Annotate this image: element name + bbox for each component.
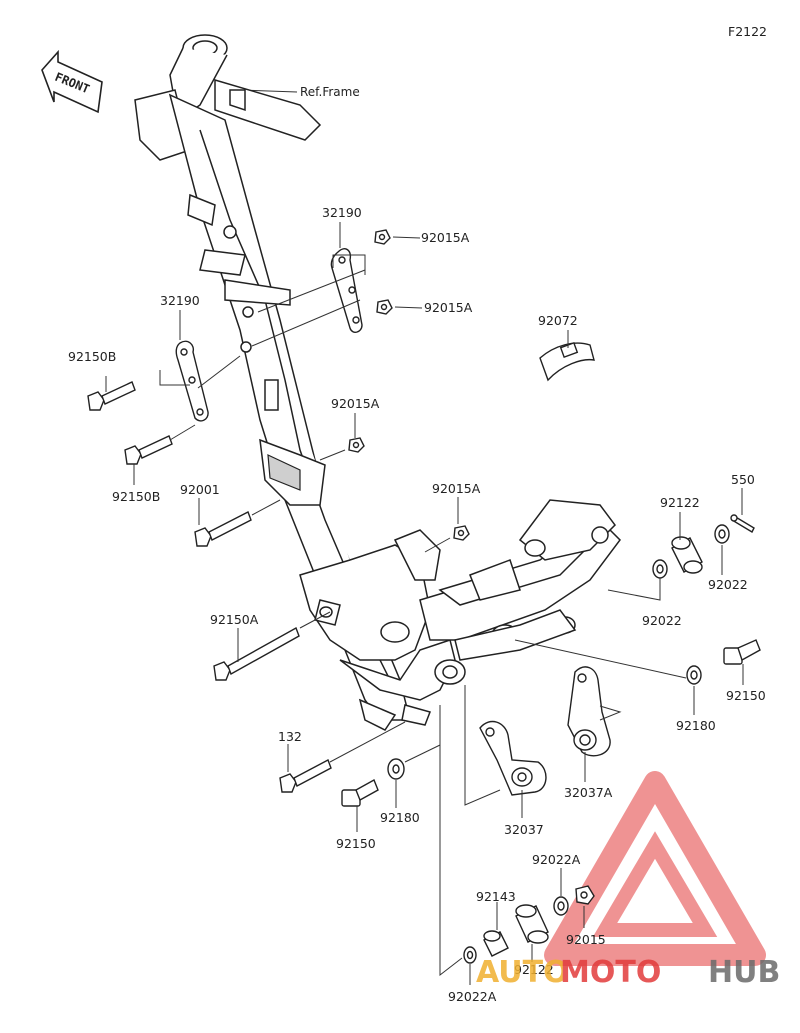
label-92022a-bottom: 92022A: [448, 989, 497, 1004]
bolt-92001: [194, 511, 252, 547]
washer-92180-right: [686, 665, 702, 685]
nut-92015a-2: [376, 299, 393, 315]
leader-lines: [105, 222, 744, 985]
label-92150-right: 92150: [726, 688, 766, 703]
washer-92180-left: [387, 758, 405, 780]
label-92072: 92072: [538, 313, 578, 328]
label-92015a-4: 92015A: [432, 481, 481, 496]
nut-92015a-3: [348, 437, 365, 453]
bolt-92150b-1: [87, 381, 136, 411]
label-92022a-top: 92022A: [532, 852, 581, 867]
ref-frame-label: Ref.Frame: [300, 85, 360, 99]
bolt-132: [279, 759, 332, 793]
mount-plate-32037: [479, 720, 547, 796]
nut-92015a-1: [374, 229, 391, 245]
collar-92122-bottom: [515, 904, 549, 944]
bracket-32190-left: [175, 340, 209, 422]
watermark-text: AUTO MOTO HUB: [476, 955, 780, 990]
label-92015a-1: 92015A: [421, 230, 470, 245]
watermark-auto: AUTO: [476, 955, 569, 990]
washer-92022-right: [714, 524, 730, 544]
label-92022-right: 92022: [708, 577, 748, 592]
label-32037: 32037: [504, 822, 544, 837]
mount-plate-32037a: [567, 666, 611, 757]
label-92015a-3: 92015A: [331, 396, 380, 411]
bolt-92150-left: [341, 779, 379, 807]
bolt-92150b-2: [124, 435, 173, 465]
label-32037a: 32037A: [564, 785, 613, 800]
label-92122-bottom: 92122: [514, 962, 554, 977]
label-92015a-2: 92015A: [424, 300, 473, 315]
label-92150b-1: 92150B: [68, 349, 116, 364]
front-arrow-icon: FRONT: [41, 49, 103, 114]
washer-92022-mid: [652, 559, 668, 579]
watermark-logo: [544, 771, 766, 966]
sleeve-92143: [483, 930, 509, 957]
diagram-code: F2122: [728, 24, 767, 39]
watermark-hub: HUB: [708, 955, 780, 990]
label-92150b-2: 92150B: [112, 489, 160, 504]
bracket-32190-top: [330, 248, 363, 333]
nut-92015-bottom: [575, 885, 595, 905]
label-32190-left: 32190: [160, 293, 200, 308]
label-550: 550: [731, 472, 755, 487]
label-92180-right: 92180: [676, 718, 716, 733]
part-labels: 32190 92015A 92015A 92072 32190 92150B 9…: [68, 205, 766, 1004]
bolt-92150a: [213, 626, 300, 681]
nut-92015a-4: [453, 525, 470, 541]
collar-92122-right: [671, 536, 703, 574]
label-32190-top: 32190: [322, 205, 362, 220]
label-92150-left: 92150: [336, 836, 376, 851]
label-92122-right: 92122: [660, 495, 700, 510]
label-92015-bottom: 92015: [566, 932, 606, 947]
label-92180-left: 92180: [380, 810, 420, 825]
washer-92022a-bottom: [463, 946, 477, 964]
label-92143: 92143: [476, 889, 516, 904]
label-132: 132: [278, 729, 302, 744]
label-92150a: 92150A: [210, 612, 259, 627]
watermark-moto: MOTO: [560, 955, 661, 990]
frame: [134, 34, 621, 731]
washer-92022a-top: [553, 896, 569, 916]
bolt-92150-right: [723, 639, 761, 665]
label-92001: 92001: [180, 482, 220, 497]
cotter-pin-550: [730, 514, 755, 533]
label-92022-mid: 92022: [642, 613, 682, 628]
clamp-92072: [539, 342, 595, 382]
